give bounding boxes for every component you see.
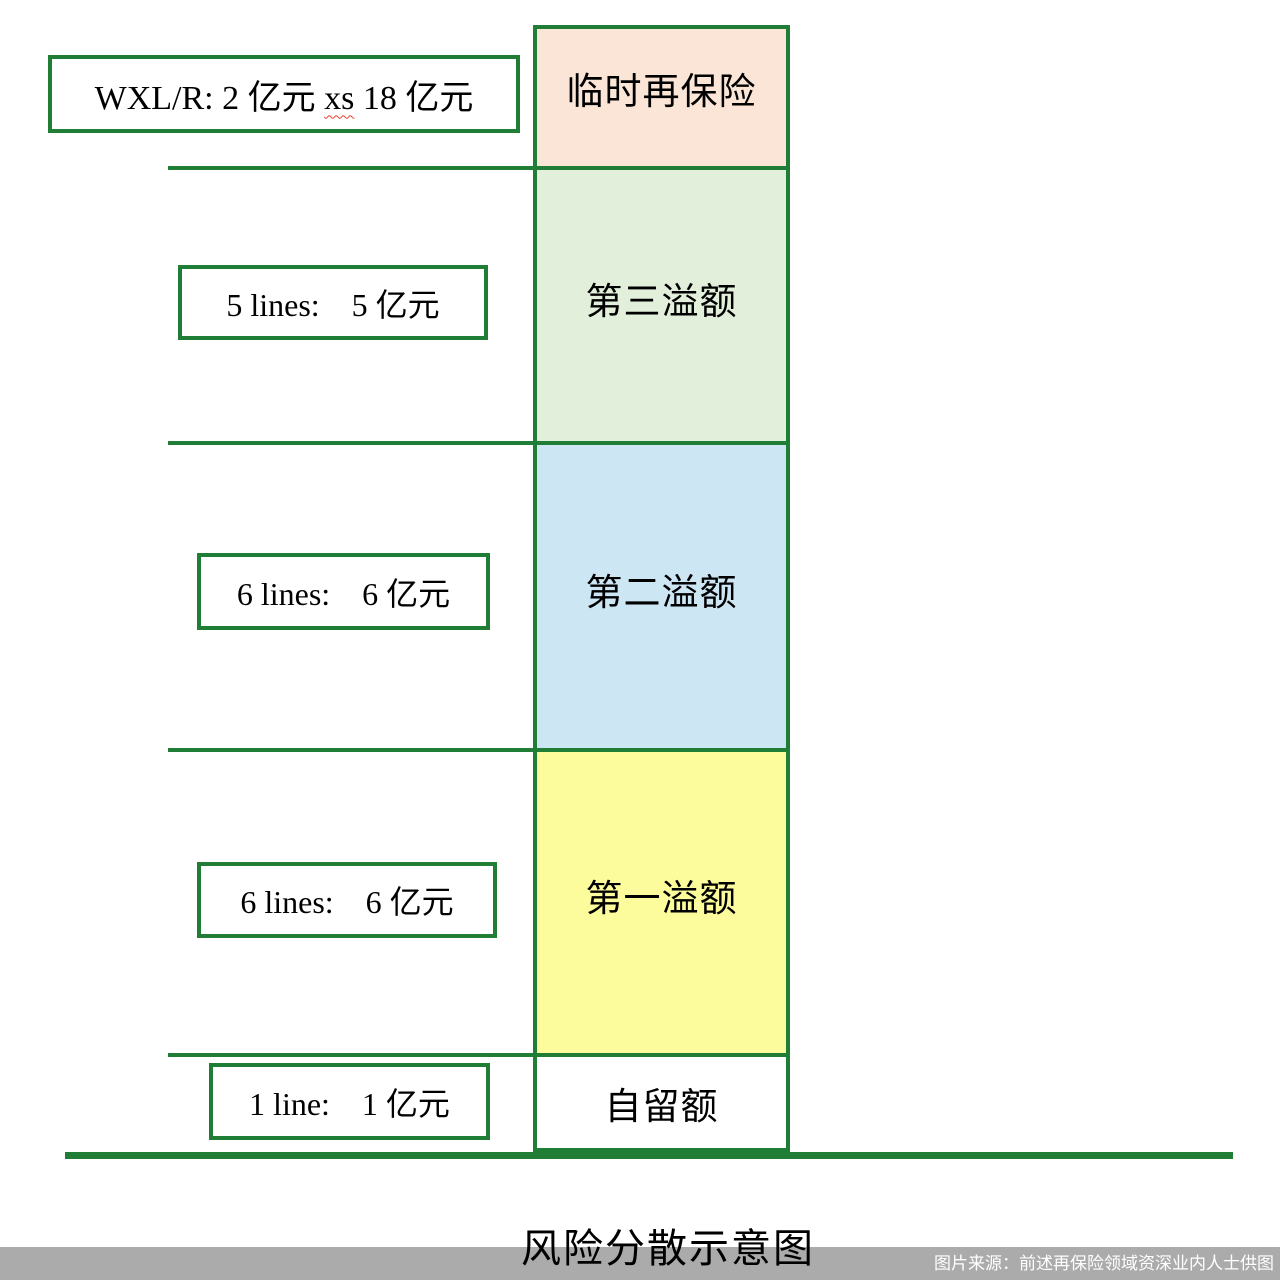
watermark-band: 图片来源：前述再保险领域资深业内人士供图 (0, 1247, 1280, 1280)
layer-third-surplus: 第三溢额 (537, 170, 786, 445)
retention-line-label: 1 line: 1 亿元 (249, 1085, 450, 1122)
retention-line-label-box: 1 line: 1 亿元 (209, 1063, 490, 1140)
wxl-capacity-label: WXL/R: 2 亿元 xs 18 亿元 (95, 70, 474, 119)
layer-label-second-surplus: 第二溢额 (585, 572, 738, 614)
divider-line-first-surplus (168, 1053, 533, 1057)
image-source-watermark: 图片来源：前述再保险领域资深业内人士供图 (934, 1254, 1274, 1273)
divider-line-facultative (168, 166, 533, 170)
reinsurance-layer-stack: 临时再保险 第三溢额 第二溢额 第一溢额 自留额 (533, 25, 790, 1152)
layer-first-surplus: 第一溢额 (537, 752, 786, 1057)
third-surplus-lines-label-box: 5 lines: 5 亿元 (178, 265, 488, 340)
layer-second-surplus: 第二溢额 (537, 445, 786, 752)
divider-line-third-surplus (168, 441, 533, 445)
layer-label-first-surplus: 第一溢额 (585, 878, 738, 920)
layer-label-third-surplus: 第三溢额 (585, 281, 738, 323)
wxl-label-suffix: 18 亿元 (354, 79, 474, 117)
layer-retention: 自留额 (537, 1057, 786, 1148)
layer-label-facultative: 临时再保险 (566, 71, 757, 113)
wxl-capacity-label-box: WXL/R: 2 亿元 xs 18 亿元 (48, 55, 520, 133)
ground-baseline (65, 1152, 1233, 1159)
third-surplus-lines-label: 5 lines: 5 亿元 (226, 286, 440, 323)
first-surplus-lines-label-box: 6 lines: 6 亿元 (197, 862, 497, 938)
divider-line-second-surplus (168, 748, 533, 752)
second-surplus-lines-label: 6 lines: 6 亿元 (236, 575, 451, 612)
wxl-label-xs-spellcheck: xs (324, 79, 355, 117)
layer-facultative-reinsurance: 临时再保险 (537, 29, 786, 170)
diagram-title: 风险分散示意图 (521, 1226, 815, 1271)
second-surplus-lines-label-box: 6 lines: 6 亿元 (197, 553, 490, 630)
first-surplus-lines-label: 6 lines: 6 亿元 (240, 884, 454, 920)
wxl-label-prefix: WXL/R: 2 亿元 (94, 79, 325, 117)
layer-label-retention: 自留额 (604, 1086, 719, 1128)
